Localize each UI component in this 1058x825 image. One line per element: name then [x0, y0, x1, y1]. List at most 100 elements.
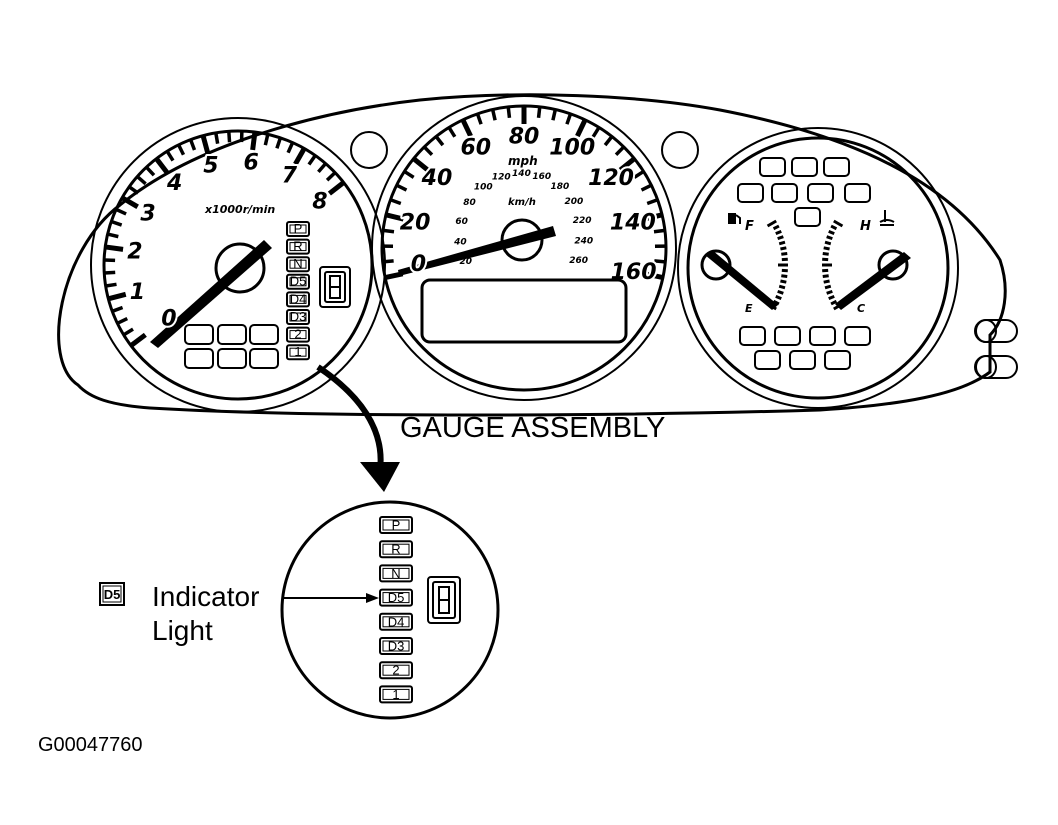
kmh-unit-label: km/h: [508, 197, 536, 208]
dial-label: 1: [130, 280, 145, 305]
indicator-label-line1: Indicator: [152, 581, 259, 612]
tick-mark: [129, 332, 147, 348]
warning-lamp: [217, 348, 247, 369]
kmh-label: 120: [492, 173, 511, 183]
coolant-temp-icon: [879, 210, 895, 226]
tick-mark: [327, 180, 346, 196]
temp-hot-label: H: [860, 219, 871, 234]
tick-mark: [154, 157, 170, 175]
tach-unit-label: x1000r/min: [204, 203, 275, 216]
tick-mark: [105, 282, 117, 288]
tick-mark: [107, 232, 119, 239]
kmh-label: 80: [463, 198, 476, 208]
kmh-label: 160: [532, 172, 551, 182]
temp-tick-mark: [826, 235, 833, 241]
tick-mark: [551, 109, 558, 121]
warning-lamp: [217, 324, 247, 345]
dial-label: 80: [509, 125, 540, 150]
svg-text:1: 1: [392, 687, 399, 702]
temp-needle-hub: [877, 249, 909, 281]
tick-mark: [165, 150, 175, 162]
fuel-tick-mark: [766, 219, 777, 228]
tick-mark: [104, 270, 116, 275]
tick-mark: [111, 305, 124, 313]
tick-mark: [447, 126, 457, 138]
svg-text:R: R: [293, 239, 302, 254]
indicator-label-line2: Light: [152, 615, 213, 646]
fuel-tick-mark: [772, 224, 780, 231]
dial-label: 4: [166, 171, 182, 196]
warning-lamp: [791, 157, 818, 177]
diagram-title: GAUGE ASSEMBLY: [400, 412, 665, 444]
warning-lamp: [844, 183, 871, 203]
cluster-housing-outline: [57, 93, 1007, 417]
kmh-label: 60: [455, 217, 468, 227]
fuel-tick-mark: [780, 246, 787, 251]
indicator-lamp-left: [350, 131, 388, 169]
dial-label: 8: [312, 190, 327, 215]
fuel-needle: [705, 250, 778, 310]
kmh-label: 260: [569, 256, 588, 266]
temp-tick-mark: [833, 219, 844, 228]
fuel-tick-mark: [780, 279, 787, 284]
dial-label: 7: [282, 163, 298, 188]
tick-mark: [653, 228, 666, 234]
dial-label: 0: [161, 306, 176, 331]
tick-mark: [565, 113, 573, 125]
gear-indicator-r: R: [286, 239, 310, 255]
d5-icon: D5: [99, 582, 125, 606]
svg-text:D3: D3: [290, 309, 307, 324]
svg-text:D5: D5: [290, 274, 307, 289]
gear-indicator-d3: D3: [379, 637, 413, 655]
warning-lamp: [794, 207, 821, 227]
tick-mark: [325, 171, 337, 182]
temp-tick-mark: [830, 299, 838, 306]
svg-text:1: 1: [294, 344, 301, 359]
tick-mark: [618, 156, 636, 172]
svg-text:R: R: [391, 542, 400, 557]
svg-text:N: N: [293, 256, 302, 271]
tick-mark: [575, 118, 588, 138]
fuel-tick-mark: [778, 240, 786, 246]
dial-label: 40: [421, 166, 453, 191]
temp-tick-mark: [823, 246, 830, 251]
tick-mark: [382, 228, 395, 234]
temp-tick-mark: [823, 279, 830, 284]
kmh-label: 40: [453, 237, 467, 247]
warning-lamp: [249, 348, 279, 369]
tick-mark: [423, 145, 434, 156]
tick-mark: [104, 244, 124, 252]
tick-mark: [633, 169, 645, 179]
tick-mark: [286, 141, 295, 154]
tick-mark: [640, 183, 653, 192]
temp-tick-mark: [822, 252, 829, 256]
gear-indicator-2: 2: [379, 661, 413, 680]
temp-tick-mark: [826, 289, 833, 295]
warning-lamp: [807, 183, 834, 203]
warning-lamp: [759, 157, 786, 177]
tick-mark: [490, 109, 497, 121]
svg-text:P: P: [294, 221, 303, 236]
fuel-tick-mark: [777, 289, 784, 295]
tick-mark: [128, 185, 140, 195]
tach-needle: [150, 240, 272, 348]
tick-mark: [412, 156, 430, 172]
tick-mark: [395, 183, 408, 192]
fuel-temp-gauge: F E H C: [677, 127, 959, 409]
svg-text:2: 2: [392, 663, 399, 678]
warning-lamp: [809, 326, 836, 346]
warning-lamp: [771, 183, 798, 203]
fuel-tick-mark: [778, 284, 786, 290]
gear-digit-display: [319, 266, 351, 308]
temp-tick-mark: [824, 284, 832, 290]
tick-mark: [643, 212, 663, 222]
fuel-full-label: F: [745, 219, 754, 234]
tick-mark: [214, 132, 220, 144]
gear-indicator-p: P: [286, 221, 310, 237]
dial-label: 60: [460, 136, 491, 161]
temp-tick-mark: [824, 240, 832, 246]
fuel-pump-icon: [728, 213, 741, 224]
tick-mark: [382, 259, 394, 264]
